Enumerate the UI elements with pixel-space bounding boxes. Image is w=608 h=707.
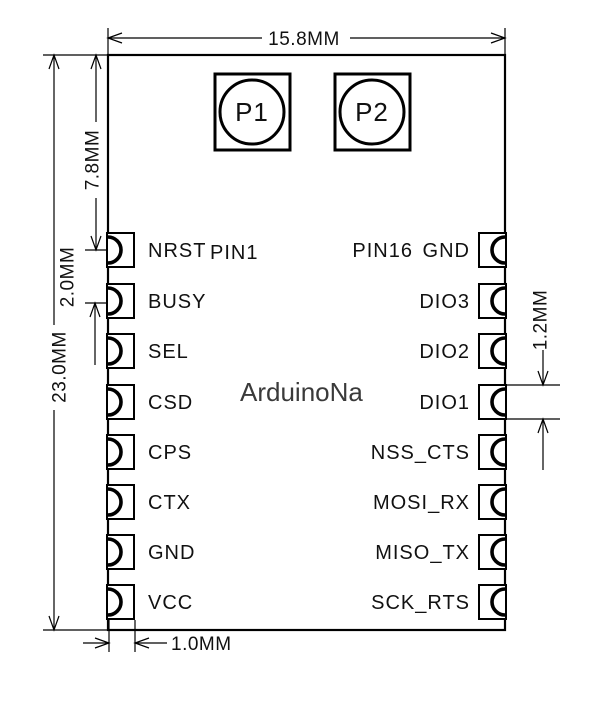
mount-pad-p2: P2	[333, 72, 412, 152]
pad-hole-arc	[490, 487, 506, 517]
pad-hole-arc	[107, 286, 123, 316]
arrow-right-icon	[94, 637, 111, 649]
pin-label-right-12: NSS_CTS	[371, 442, 470, 464]
pin-label-right-14: DIO2	[419, 341, 470, 363]
arrow-down-icon	[537, 370, 549, 387]
pin-label-left-6: CTX	[148, 492, 191, 514]
arrow-right-icon	[490, 32, 507, 44]
mount-pad-p1-label: P1	[235, 97, 269, 127]
arrow-up-icon	[48, 53, 60, 70]
mount-pad-circle	[338, 78, 406, 146]
pin-label-left-5: CPS	[148, 442, 192, 464]
pin1-marker: PIN1	[210, 242, 258, 264]
pin-label-right-13: DIO1	[419, 392, 470, 414]
mount-pad-circle	[218, 78, 286, 146]
pad-hole-arc	[107, 336, 123, 366]
pad-hole-arc	[490, 437, 506, 467]
pin-labels-right: GND DIO3 DIO2 DIO1 NSS_CTS MOSI_RX MISO_…	[371, 240, 470, 614]
pin-label-left-4: CSD	[148, 392, 193, 414]
dimension-pin1-offset: 7.8MM	[83, 53, 104, 252]
pad-hole-arc	[490, 336, 506, 366]
mount-pad-p1: P1	[213, 72, 292, 152]
pin-label-left-7: GND	[148, 542, 195, 564]
pad-hole-arc	[107, 235, 123, 265]
pin-label-right-11: MOSI_RX	[373, 492, 470, 514]
pad-hole-arc	[107, 487, 123, 517]
pad-hole-arc	[490, 587, 506, 617]
pin-pads-right	[478, 232, 507, 620]
mount-pad-p2-label: P2	[355, 97, 389, 127]
dimension-pad-height: 1.2MM	[506, 290, 560, 470]
pin16-marker: PIN16	[352, 240, 413, 262]
pin1-offset-label: 7.8MM	[83, 130, 104, 191]
pin-label-right-16: GND	[423, 240, 470, 262]
arrow-up-icon	[537, 417, 549, 434]
pad-hole-arc	[490, 537, 506, 567]
pad-hole-arc	[107, 587, 123, 617]
body-width-label: 15.8MM	[268, 29, 340, 50]
pad-width-label: 1.0MM	[171, 634, 232, 655]
pin-label-right-15: DIO3	[419, 291, 470, 313]
pad-hole-arc	[107, 537, 123, 567]
dimension-pad-width: 1.0MM	[83, 620, 232, 655]
arrow-down-icon	[48, 615, 60, 632]
mount-pad-square	[213, 72, 292, 152]
module-name-text: ArduinoNa	[240, 377, 363, 407]
pad-hole-arc	[107, 387, 123, 417]
pin-label-right-9: SCK_RTS	[371, 592, 470, 614]
pad-hole-arc	[490, 286, 506, 316]
arrow-up-icon	[89, 301, 101, 318]
dimension-body-width: 15.8MM	[106, 28, 507, 54]
arrow-left-icon	[106, 32, 123, 44]
pin-label-left-3: SEL	[148, 341, 189, 363]
body-height-label: 23.0MM	[50, 331, 71, 403]
mount-pad-square	[333, 72, 412, 152]
pin-label-left-2: BUSY	[148, 291, 206, 313]
dimension-pin-pitch: 2.0MM	[58, 247, 107, 365]
pin-label-right-10: MISO_TX	[375, 542, 470, 564]
dimension-body-height: 23.0MM	[43, 53, 108, 632]
pad-hole-arc	[107, 437, 123, 467]
pin-label-left-8: VCC	[148, 592, 193, 614]
pin-pads-left	[106, 232, 135, 620]
pad-height-label: 1.2MM	[531, 290, 552, 351]
pin-label-left-1: NRST	[148, 240, 206, 262]
arrow-left-icon	[133, 637, 150, 649]
pin-pitch-label: 2.0MM	[58, 247, 79, 308]
pad-hole-arc	[490, 387, 506, 417]
pad-hole-arc	[490, 235, 506, 265]
pin-labels-left: NRST BUSY SEL CSD CPS CTX GND VCC	[148, 240, 206, 614]
